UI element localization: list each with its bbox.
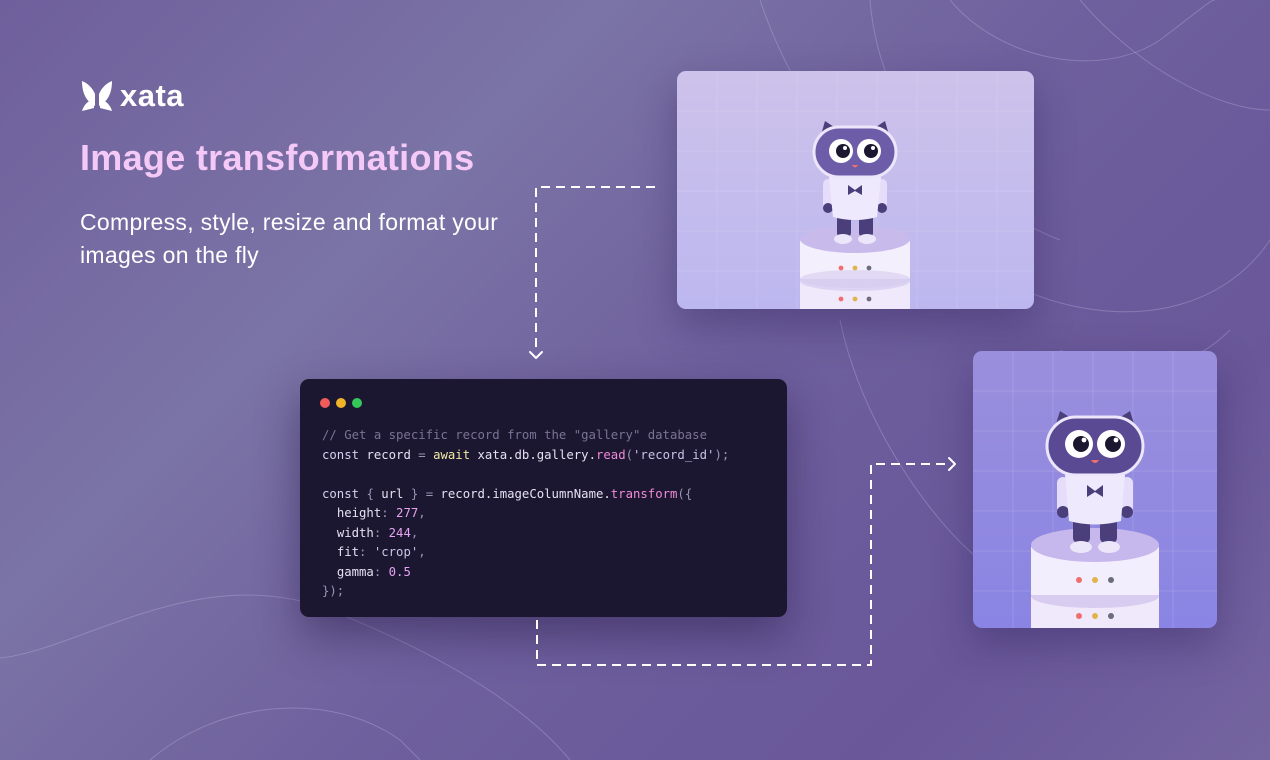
code-snippet: // Get a specific record from the "galle… xyxy=(322,426,729,602)
code-window: // Get a specific record from the "galle… xyxy=(300,379,787,617)
window-controls xyxy=(320,398,368,408)
code-punctuation: ({ xyxy=(677,486,693,501)
code-operator: = xyxy=(418,447,426,462)
code-keyword: const xyxy=(322,447,360,462)
code-property-value: 277 xyxy=(396,506,419,520)
minimize-dot-icon xyxy=(336,398,346,408)
code-punctuation: { xyxy=(366,486,374,501)
code-punctuation: ); xyxy=(714,447,730,462)
code-function: read xyxy=(595,447,626,462)
code-punctuation: , xyxy=(418,506,426,520)
brand-logo[interactable]: xata xyxy=(80,78,184,114)
page-title: Image transformations xyxy=(80,137,475,178)
original-image-card xyxy=(677,71,1034,309)
code-punctuation: : xyxy=(373,525,382,540)
code-property-key: fit xyxy=(336,545,360,559)
mascot-cat-on-database-icon xyxy=(973,351,1217,628)
code-punctuation: , xyxy=(418,545,426,559)
code-string: 'record_id' xyxy=(633,447,715,462)
code-variable: url xyxy=(381,486,404,501)
code-punctuation: : xyxy=(373,564,382,579)
close-dot-icon xyxy=(320,398,330,408)
code-property-value: 0.5 xyxy=(388,564,411,579)
butterfly-icon xyxy=(82,81,112,111)
code-variable: record xyxy=(366,447,411,462)
code-property-key: height xyxy=(336,506,382,520)
code-function: transform xyxy=(610,486,678,501)
code-operator: = xyxy=(425,486,434,501)
code-punctuation: } xyxy=(410,486,419,501)
code-punctuation: : xyxy=(359,545,367,559)
code-comment: // Get a specific record from the "galle… xyxy=(322,428,707,442)
code-keyword: await xyxy=(433,447,471,462)
code-punctuation: ( xyxy=(625,447,634,462)
code-chain: record.imageColumnName. xyxy=(440,486,611,501)
code-property-value: 244 xyxy=(388,525,411,540)
transformed-image-card xyxy=(973,351,1217,628)
code-punctuation: : xyxy=(381,506,389,520)
maximize-dot-icon xyxy=(352,398,362,408)
page-subtitle: Compress, style, resize and format your … xyxy=(80,209,499,268)
code-property-key: width xyxy=(336,525,374,540)
code-keyword: const xyxy=(322,486,360,501)
code-chain: xata.db.gallery. xyxy=(477,447,596,462)
code-punctuation: , xyxy=(410,525,419,540)
mascot-cat-on-database-icon xyxy=(677,71,1034,309)
code-property-key: gamma xyxy=(336,564,374,579)
code-property-value: 'crop' xyxy=(373,545,419,559)
brand-name: xata xyxy=(120,78,185,113)
code-punctuation: }); xyxy=(322,584,345,598)
